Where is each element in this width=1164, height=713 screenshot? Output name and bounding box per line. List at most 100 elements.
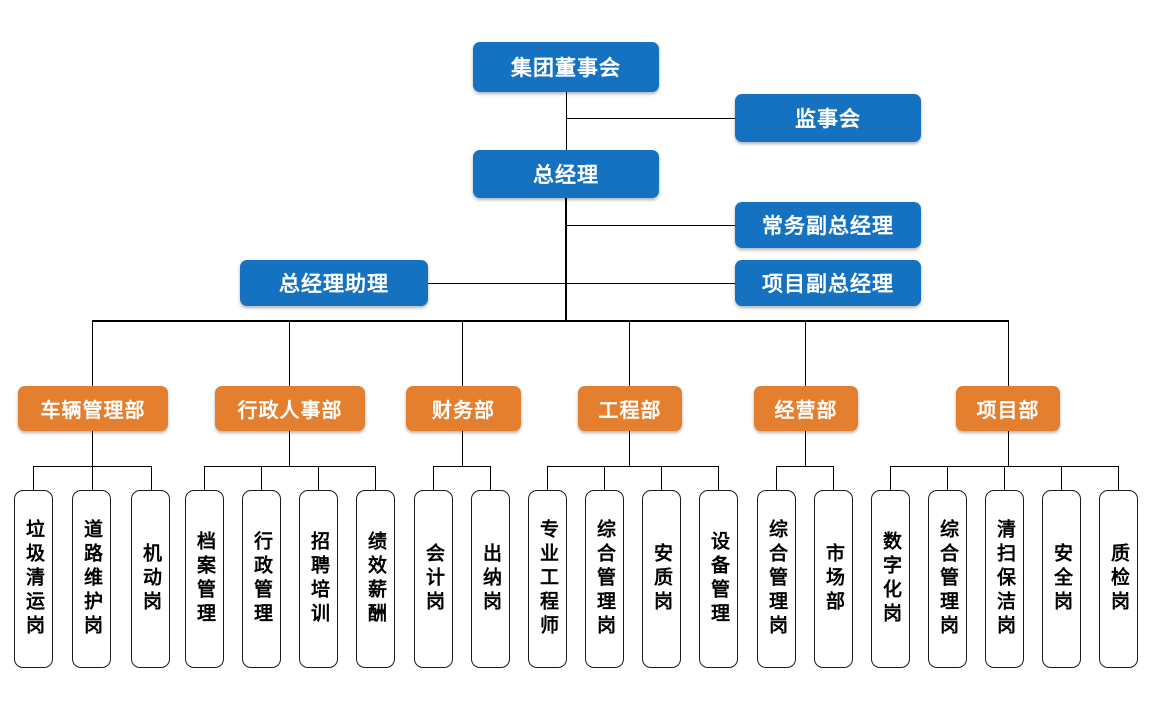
leaf-label: 档案管理 (194, 531, 215, 627)
connector-gm-to-supervisory (566, 118, 735, 119)
connector-leaf-drop-15 (890, 466, 891, 490)
node-general-manager[interactable]: 总经理 (473, 150, 659, 198)
leaf-label: 安全岗 (1051, 543, 1072, 615)
connector-department-4-stem (805, 431, 806, 466)
node-label: 工程部 (598, 400, 662, 422)
connector-leaf-drop-12 (718, 466, 719, 490)
node-label: 集团董事会 (511, 57, 621, 80)
connector-bus-to-department-5 (1008, 320, 1009, 386)
connector-gm-trunk (565, 198, 567, 322)
node-label: 常务副总经理 (762, 215, 894, 238)
node-department-3[interactable]: 工程部 (578, 386, 682, 431)
node-department-4[interactable]: 经营部 (754, 386, 858, 431)
node-label: 财务部 (432, 400, 495, 422)
leaf-label: 安质岗 (651, 543, 672, 615)
leaf-box-14[interactable]: 市场部 (814, 490, 853, 668)
connector-bus-to-department-4 (805, 320, 806, 386)
leaf-box-18[interactable]: 安全岗 (1042, 490, 1081, 668)
leaf-label: 设备管理 (708, 531, 729, 627)
leaf-box-0[interactable]: 垃圾清运岗 (14, 490, 53, 668)
connector-leaf-drop-13 (776, 466, 777, 490)
leaf-label: 数字化岗 (880, 531, 901, 627)
connector-department-0-stem (92, 431, 93, 466)
node-label: 车辆管理部 (40, 400, 146, 422)
leaf-label: 综合管理岗 (937, 519, 958, 639)
connector-leaf-drop-19 (1118, 466, 1119, 490)
connector-bus-to-department-2 (462, 320, 463, 386)
leaf-box-12[interactable]: 设备管理 (699, 490, 738, 668)
leaf-box-3[interactable]: 档案管理 (185, 490, 224, 668)
connector-gm-to-project-deputy (566, 283, 735, 284)
connector-leaf-drop-8 (490, 466, 491, 490)
connector-leaf-drop-3 (204, 466, 205, 490)
leaf-box-9[interactable]: 专业工程师 (528, 490, 567, 668)
sub-bus-department-4 (776, 466, 833, 467)
leaf-box-15[interactable]: 数字化岗 (871, 490, 910, 668)
leaf-box-11[interactable]: 安质岗 (642, 490, 681, 668)
node-label: 经营部 (774, 400, 838, 422)
leaf-label: 行政管理 (251, 531, 272, 627)
leaf-label: 招聘培训 (308, 531, 329, 627)
node-label: 总经理助理 (279, 273, 389, 296)
node-board-of-directors[interactable]: 集团董事会 (473, 42, 659, 92)
connector-leaf-drop-0 (33, 466, 34, 490)
leaf-box-10[interactable]: 综合管理岗 (585, 490, 624, 668)
leaf-label: 综合管理岗 (766, 519, 787, 639)
connector-bus-to-department-1 (289, 320, 290, 386)
node-department-2[interactable]: 财务部 (406, 386, 521, 431)
leaf-box-7[interactable]: 会计岗 (414, 490, 453, 668)
leaf-label: 道路维护岗 (81, 519, 102, 639)
leaf-label: 垃圾清运岗 (23, 519, 44, 639)
node-label: 行政人事部 (237, 400, 343, 422)
connector-bus-to-department-3 (629, 320, 630, 386)
connector-leaf-drop-14 (833, 466, 834, 490)
node-department-0[interactable]: 车辆管理部 (18, 386, 168, 431)
node-label: 项目副总经理 (762, 273, 894, 296)
connector-department-2-stem (462, 431, 463, 466)
leaf-box-19[interactable]: 质检岗 (1099, 490, 1138, 668)
leaf-box-5[interactable]: 招聘培训 (299, 490, 338, 668)
node-label: 总经理 (533, 164, 599, 187)
connector-leaf-drop-5 (318, 466, 319, 490)
connector-bus-to-department-0 (92, 320, 93, 386)
leaf-box-17[interactable]: 清扫保洁岗 (985, 490, 1024, 668)
connector-leaf-drop-11 (661, 466, 662, 490)
connector-department-1-stem (289, 431, 290, 466)
node-executive-deputy-gm[interactable]: 常务副总经理 (735, 202, 921, 248)
leaf-box-1[interactable]: 道路维护岗 (72, 490, 111, 668)
connector-leaf-drop-18 (1061, 466, 1062, 490)
leaf-box-6[interactable]: 绩效薪酬 (356, 490, 395, 668)
leaf-label: 市场部 (823, 543, 844, 615)
sub-bus-department-3 (547, 466, 718, 467)
sub-bus-department-2 (433, 466, 490, 467)
connector-leaf-drop-7 (433, 466, 434, 490)
leaf-label: 清扫保洁岗 (994, 519, 1015, 639)
node-gm-assistant[interactable]: 总经理助理 (240, 260, 428, 306)
node-department-1[interactable]: 行政人事部 (215, 386, 365, 431)
connector-leaf-drop-4 (261, 466, 262, 490)
node-project-deputy-gm[interactable]: 项目副总经理 (735, 260, 921, 306)
department-bus-line (92, 320, 1009, 322)
leaf-box-13[interactable]: 综合管理岗 (757, 490, 796, 668)
leaf-label: 出纳岗 (480, 543, 501, 615)
leaf-label: 综合管理岗 (594, 519, 615, 639)
leaf-label: 绩效薪酬 (365, 531, 386, 627)
node-department-5[interactable]: 项目部 (956, 386, 1060, 431)
connector-leaf-drop-10 (604, 466, 605, 490)
leaf-box-16[interactable]: 综合管理岗 (928, 490, 967, 668)
node-label: 监事会 (795, 108, 861, 131)
connector-leaf-drop-17 (1004, 466, 1005, 490)
connector-department-3-stem (629, 431, 630, 466)
connector-leaf-drop-9 (547, 466, 548, 490)
leaf-box-8[interactable]: 出纳岗 (471, 490, 510, 668)
connector-board-to-gm (566, 92, 567, 150)
leaf-label: 专业工程师 (537, 519, 558, 639)
leaf-box-2[interactable]: 机动岗 (131, 490, 170, 668)
connector-leaf-drop-2 (151, 466, 152, 490)
connector-department-5-stem (1008, 431, 1009, 466)
leaf-label: 机动岗 (140, 543, 161, 615)
leaf-label: 质检岗 (1108, 543, 1129, 615)
node-supervisory-board[interactable]: 监事会 (735, 94, 921, 142)
leaf-box-4[interactable]: 行政管理 (242, 490, 281, 668)
